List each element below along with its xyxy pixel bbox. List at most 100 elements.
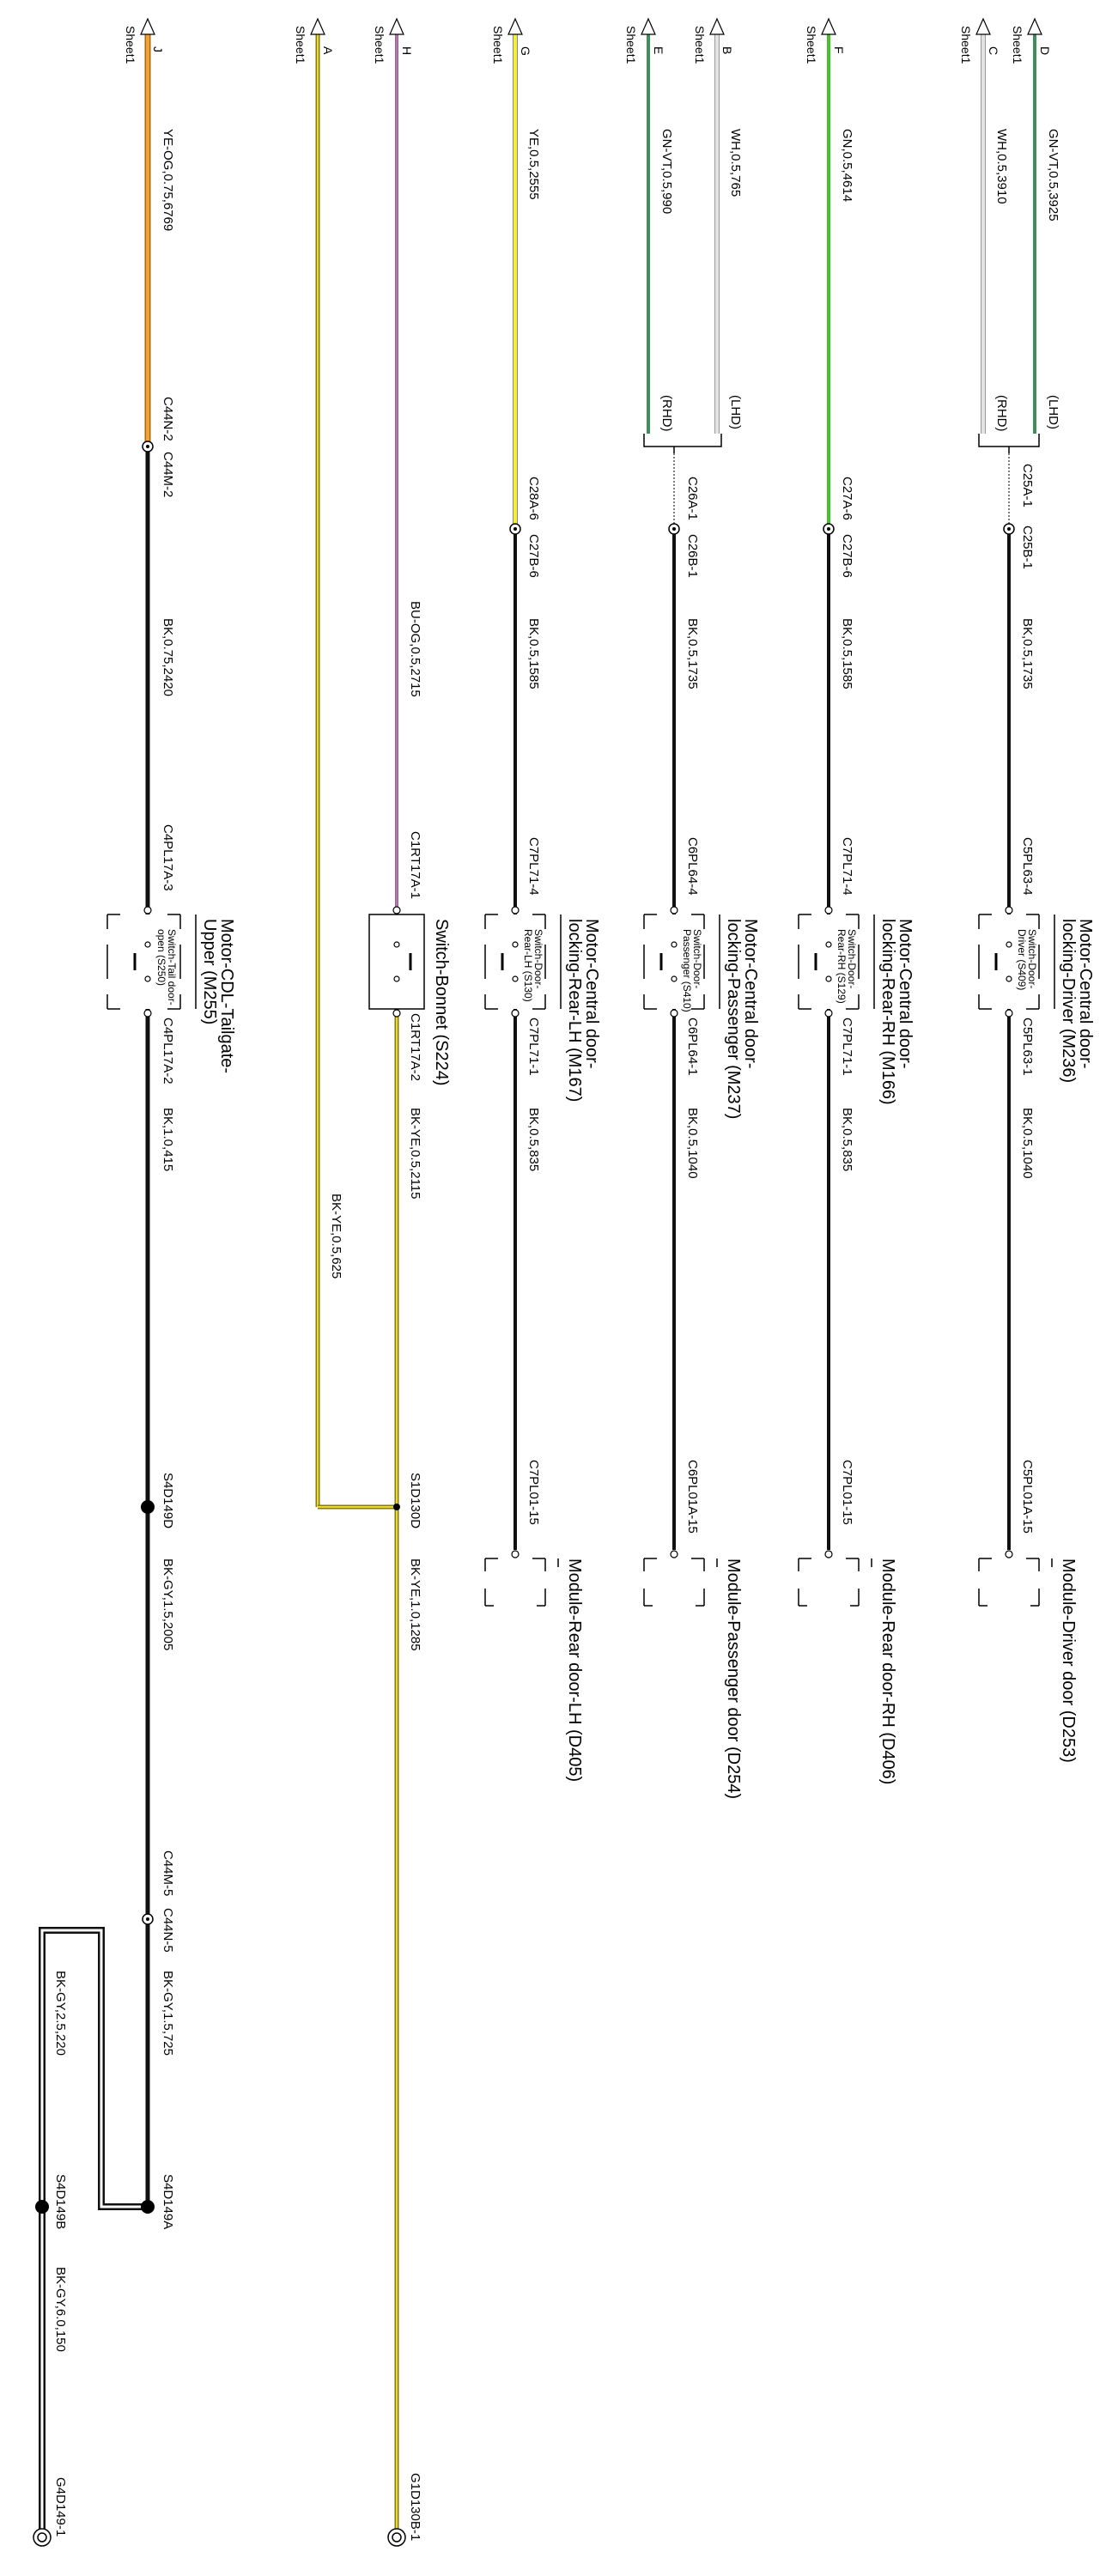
offsheet-arrow-h[interactable] (389, 17, 404, 35)
pin-c44n-2[interactable] (142, 440, 154, 453)
offsheet-sheet-e: Sheet1 (624, 26, 638, 64)
variant-labels: (LHD) (RHD) (LHD) (RHD) (659, 395, 1060, 432)
component-rear-rh-title-2: locking-Rear-RH (M166) (878, 919, 897, 1105)
offsheet-arrow-g[interactable] (507, 17, 523, 35)
splice-s1d130d[interactable] (393, 1504, 400, 1510)
connector-label: C44N-2 (161, 397, 175, 441)
wire-label: GN-VT,0.5,3925 (1046, 129, 1060, 222)
connector-label: C7PL01-15 (526, 1460, 541, 1525)
offsheet-arrow-b[interactable] (709, 17, 725, 35)
offsheet-sheet-j: Sheet1 (124, 26, 137, 64)
pin-c7pl71-4-lh[interactable] (511, 906, 520, 914)
brace-driver (978, 434, 1040, 453)
pin-c1rt17a-2[interactable] (392, 1009, 401, 1018)
connector-pins (142, 440, 1015, 1925)
switch-symbol-driver[interactable] (994, 941, 1012, 982)
wire-label: BK,0.5,1735 (1020, 618, 1035, 690)
ground-g4d149-icon[interactable] (33, 2528, 52, 2547)
frame-passenger (643, 914, 705, 1010)
wire-ground-loop-core (40, 1929, 148, 2529)
component-tailgate-switch-1: Switch-Tail door- (166, 929, 178, 1005)
offsheet-letter-g: G (519, 46, 532, 56)
splice-s4d149b[interactable] (35, 2200, 49, 2214)
ground-g1d130b-icon[interactable] (387, 2528, 406, 2547)
connector-label: C7PL71-1 (840, 1018, 854, 1076)
offsheet-arrow-e[interactable] (641, 17, 656, 35)
module-driver-frame[interactable] (978, 1558, 1053, 1607)
component-passenger-switch-1: Switch-Door- (691, 929, 703, 988)
connector-label: C27A-6 (840, 477, 854, 520)
components: Motor-Central door- locking-Driver (M236… (106, 914, 1095, 1119)
offsheet-sheet-f: Sheet1 (805, 26, 818, 64)
pin-c44m-5[interactable] (142, 1913, 154, 1925)
module-rear-rh-frame[interactable] (798, 1558, 872, 1607)
pin-c4pl17a-3[interactable] (143, 906, 152, 914)
connector-label: C7PL01-15 (840, 1460, 854, 1525)
offsheet-arrow-f[interactable] (821, 17, 836, 35)
connector-label: C27B-6 (526, 534, 541, 578)
pin-c5pl63-1[interactable] (1005, 1009, 1013, 1018)
pin-c7pl01-15-lh[interactable] (511, 1550, 520, 1558)
switch-symbol-rear-lh[interactable] (501, 941, 519, 982)
pin-c5pl01a-15[interactable] (1005, 1550, 1013, 1558)
pin-c25[interactable] (1003, 523, 1015, 535)
pin-c26[interactable] (668, 523, 680, 535)
pin-c7pl01-15-rh[interactable] (824, 1550, 833, 1558)
connector-label: C4PL17A-3 (161, 824, 175, 891)
module-passenger-frame[interactable] (643, 1558, 718, 1607)
offsheet-arrow-a[interactable] (310, 17, 325, 35)
pin-c1rt17a-1[interactable] (392, 906, 401, 914)
module-passenger-label: Module-Passenger door (D254) (724, 1558, 743, 1799)
pin-c27-rh[interactable] (823, 523, 835, 535)
wire-label: BK,0.5,835 (526, 1108, 541, 1171)
splice-label: S4D149A (161, 2174, 175, 2229)
connector-label: C5PL63-4 (1020, 837, 1035, 896)
pin-c28[interactable] (509, 523, 521, 535)
component-driver-switch-2: Driver (S409) (1016, 929, 1028, 990)
pin-c5pl63-4[interactable] (1005, 906, 1013, 914)
pin-c6pl64-1[interactable] (670, 1009, 678, 1018)
ground-label: G1D130B-1 (408, 2473, 422, 2541)
wire-label: BU-OG,0.5,2715 (408, 601, 422, 697)
component-rear-lh-switch-1: Switch-Door- (532, 929, 544, 988)
offsheet-sheet-h: Sheet1 (373, 26, 386, 64)
pin-c6pl01a-15[interactable] (670, 1550, 678, 1558)
pin-c7pl71-1-lh[interactable] (511, 1009, 520, 1018)
pin-c7pl71-4-rh[interactable] (824, 906, 833, 914)
pin-c7pl71-1-rh[interactable] (824, 1009, 833, 1018)
component-bonnet-title: Switch-Bonnet (S224) (432, 919, 451, 1086)
connector-label: C28A-6 (526, 477, 541, 520)
offsheet-markers: D Sheet1 C Sheet1 F Sheet1 B Sheet1 E Sh… (124, 17, 1052, 64)
component-rear-rh-switch-2: Rear-RH (S129) (836, 929, 848, 1004)
module-rear-lh-frame[interactable] (484, 1558, 559, 1607)
offsheet-letter-h: H (400, 46, 414, 55)
connector-label: C4PL17A-2 (161, 1018, 175, 1084)
offsheet-sheet-c: Sheet1 (959, 26, 973, 64)
module-rear-rh-label: Module-Rear door-RH (D406) (878, 1558, 897, 1784)
frame-tailgate (106, 914, 181, 1010)
component-passenger-switch-2: Passenger (S410) (681, 929, 693, 1012)
splice-s4d149d[interactable] (141, 1500, 155, 1514)
connector-label: C27B-6 (840, 534, 854, 578)
connector-labels: C25A-1 C25B-1 C27A-6 C27B-6 C26A-1 C26B-… (161, 397, 1035, 1953)
offsheet-arrow-d[interactable] (1027, 17, 1042, 35)
switch-symbol-tailgate[interactable] (133, 941, 151, 982)
offsheet-sheet-b: Sheet1 (693, 26, 707, 64)
switch-symbol-rear-rh[interactable] (814, 941, 832, 982)
connector-label: C7PL71-4 (526, 837, 541, 896)
splice-label: S1D130D (408, 1473, 422, 1528)
connector-label: C25A-1 (1020, 464, 1035, 507)
pin-c4pl17a-2[interactable] (143, 1009, 152, 1018)
wire-label: BK-GY,1.5,2005 (161, 1558, 175, 1650)
splice-s4d149a[interactable] (141, 2200, 155, 2214)
offsheet-arrow-c[interactable] (975, 17, 991, 35)
pin-c6pl64-4[interactable] (670, 906, 678, 914)
wire-label: GN-VT,0.5,990 (659, 129, 674, 214)
frame-rear-rh (798, 914, 860, 1010)
component-passenger-title-2: locking-Passenger (M237) (724, 919, 743, 1119)
switch-symbol-passenger[interactable] (659, 941, 678, 982)
offsheet-arrow-j[interactable] (140, 17, 155, 35)
component-tailgate-switch-2: open (S250) (155, 929, 167, 986)
switch-symbol-bonnet[interactable] (368, 914, 425, 1010)
